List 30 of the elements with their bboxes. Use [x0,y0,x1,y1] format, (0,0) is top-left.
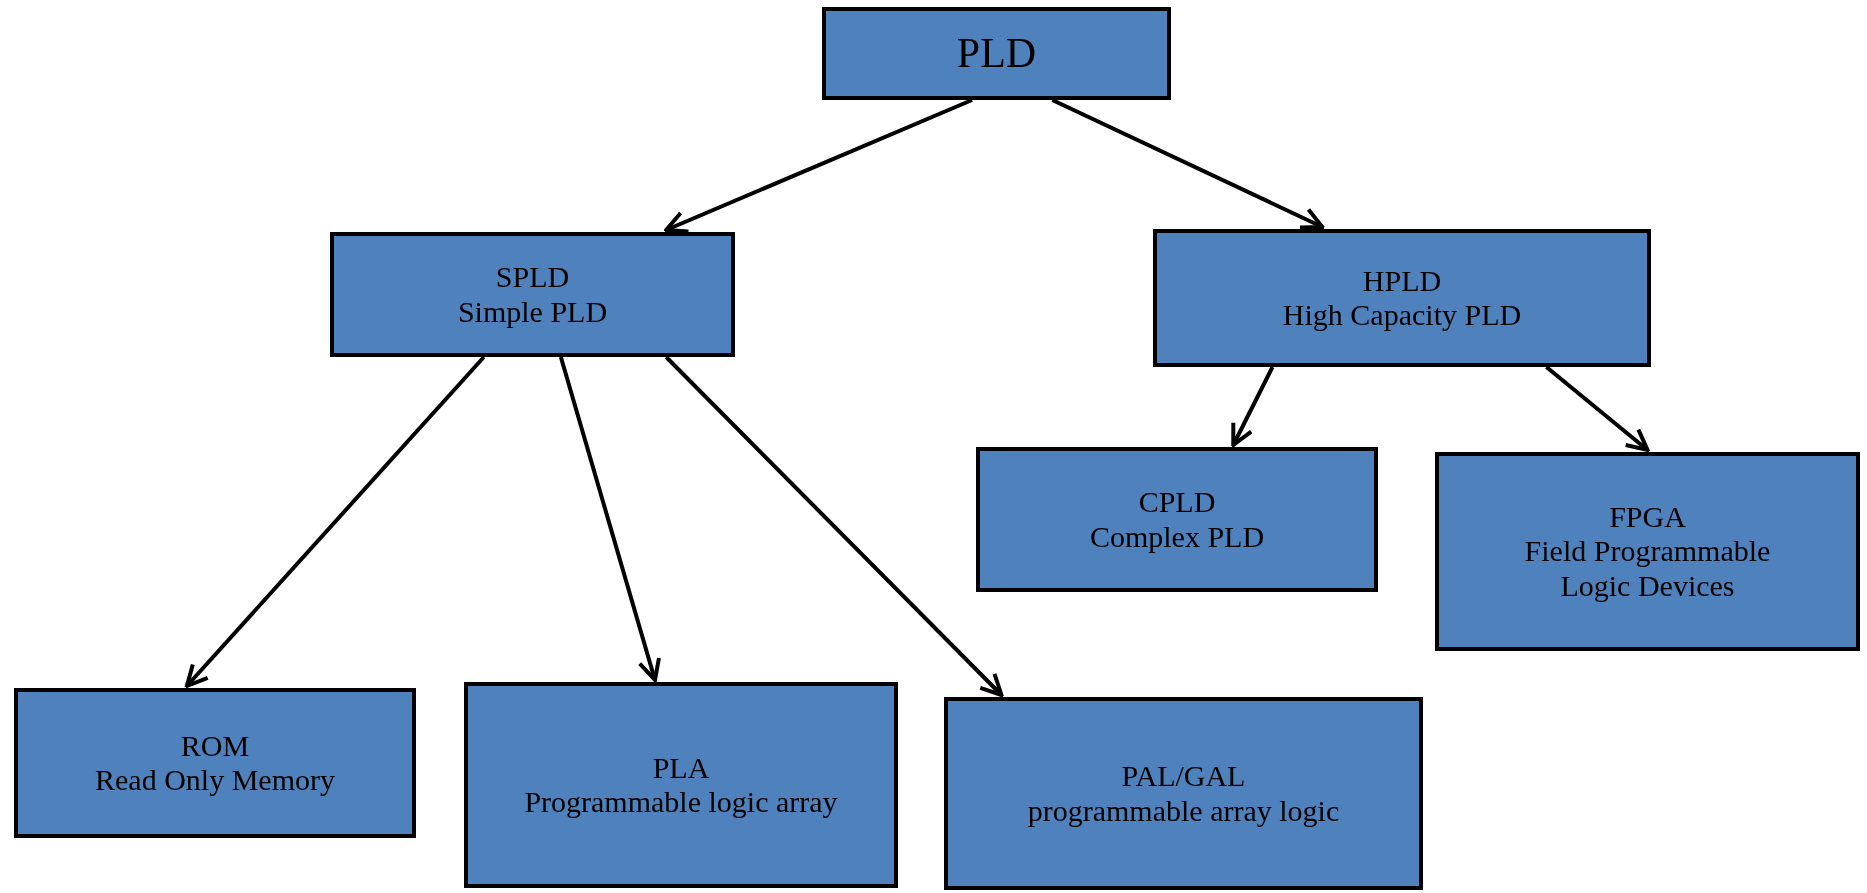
process-box [1435,452,1860,651]
process-box [976,447,1378,592]
process-box [14,688,416,838]
arrow [1231,366,1275,447]
process-box [330,232,735,357]
arrow [1545,365,1650,452]
node-subtitle: High Capacity PLD [1282,298,1522,333]
process-box [944,697,1423,890]
arrow [558,356,661,682]
node-subtitle: Read Only Memory [95,763,335,798]
node-subtitle: Simple PLD [457,294,608,329]
node-title: PLD [956,29,1037,78]
node-title: CPLD [1138,485,1216,520]
node-subtitle: programmable array logic [1027,793,1340,828]
arrow [664,355,1004,697]
node-subtitle: Programmable logic array [524,785,838,820]
node-subtitle: Complex PLD [1089,519,1265,554]
process-box [464,682,898,888]
node-title: SPLD [495,260,570,295]
node-title: PLA [652,750,710,785]
process-box [822,7,1171,100]
node-title: ROM [180,728,250,763]
node-title: HPLD [1362,263,1442,298]
arrow [1051,98,1325,230]
arrow [664,98,973,234]
node-subtitle: Field Programmable Logic Devices [1523,534,1772,604]
arrow [184,355,486,688]
node-title: PAL/GAL [1121,759,1246,794]
node-title: FPGA [1609,499,1686,535]
process-box [1153,229,1651,367]
